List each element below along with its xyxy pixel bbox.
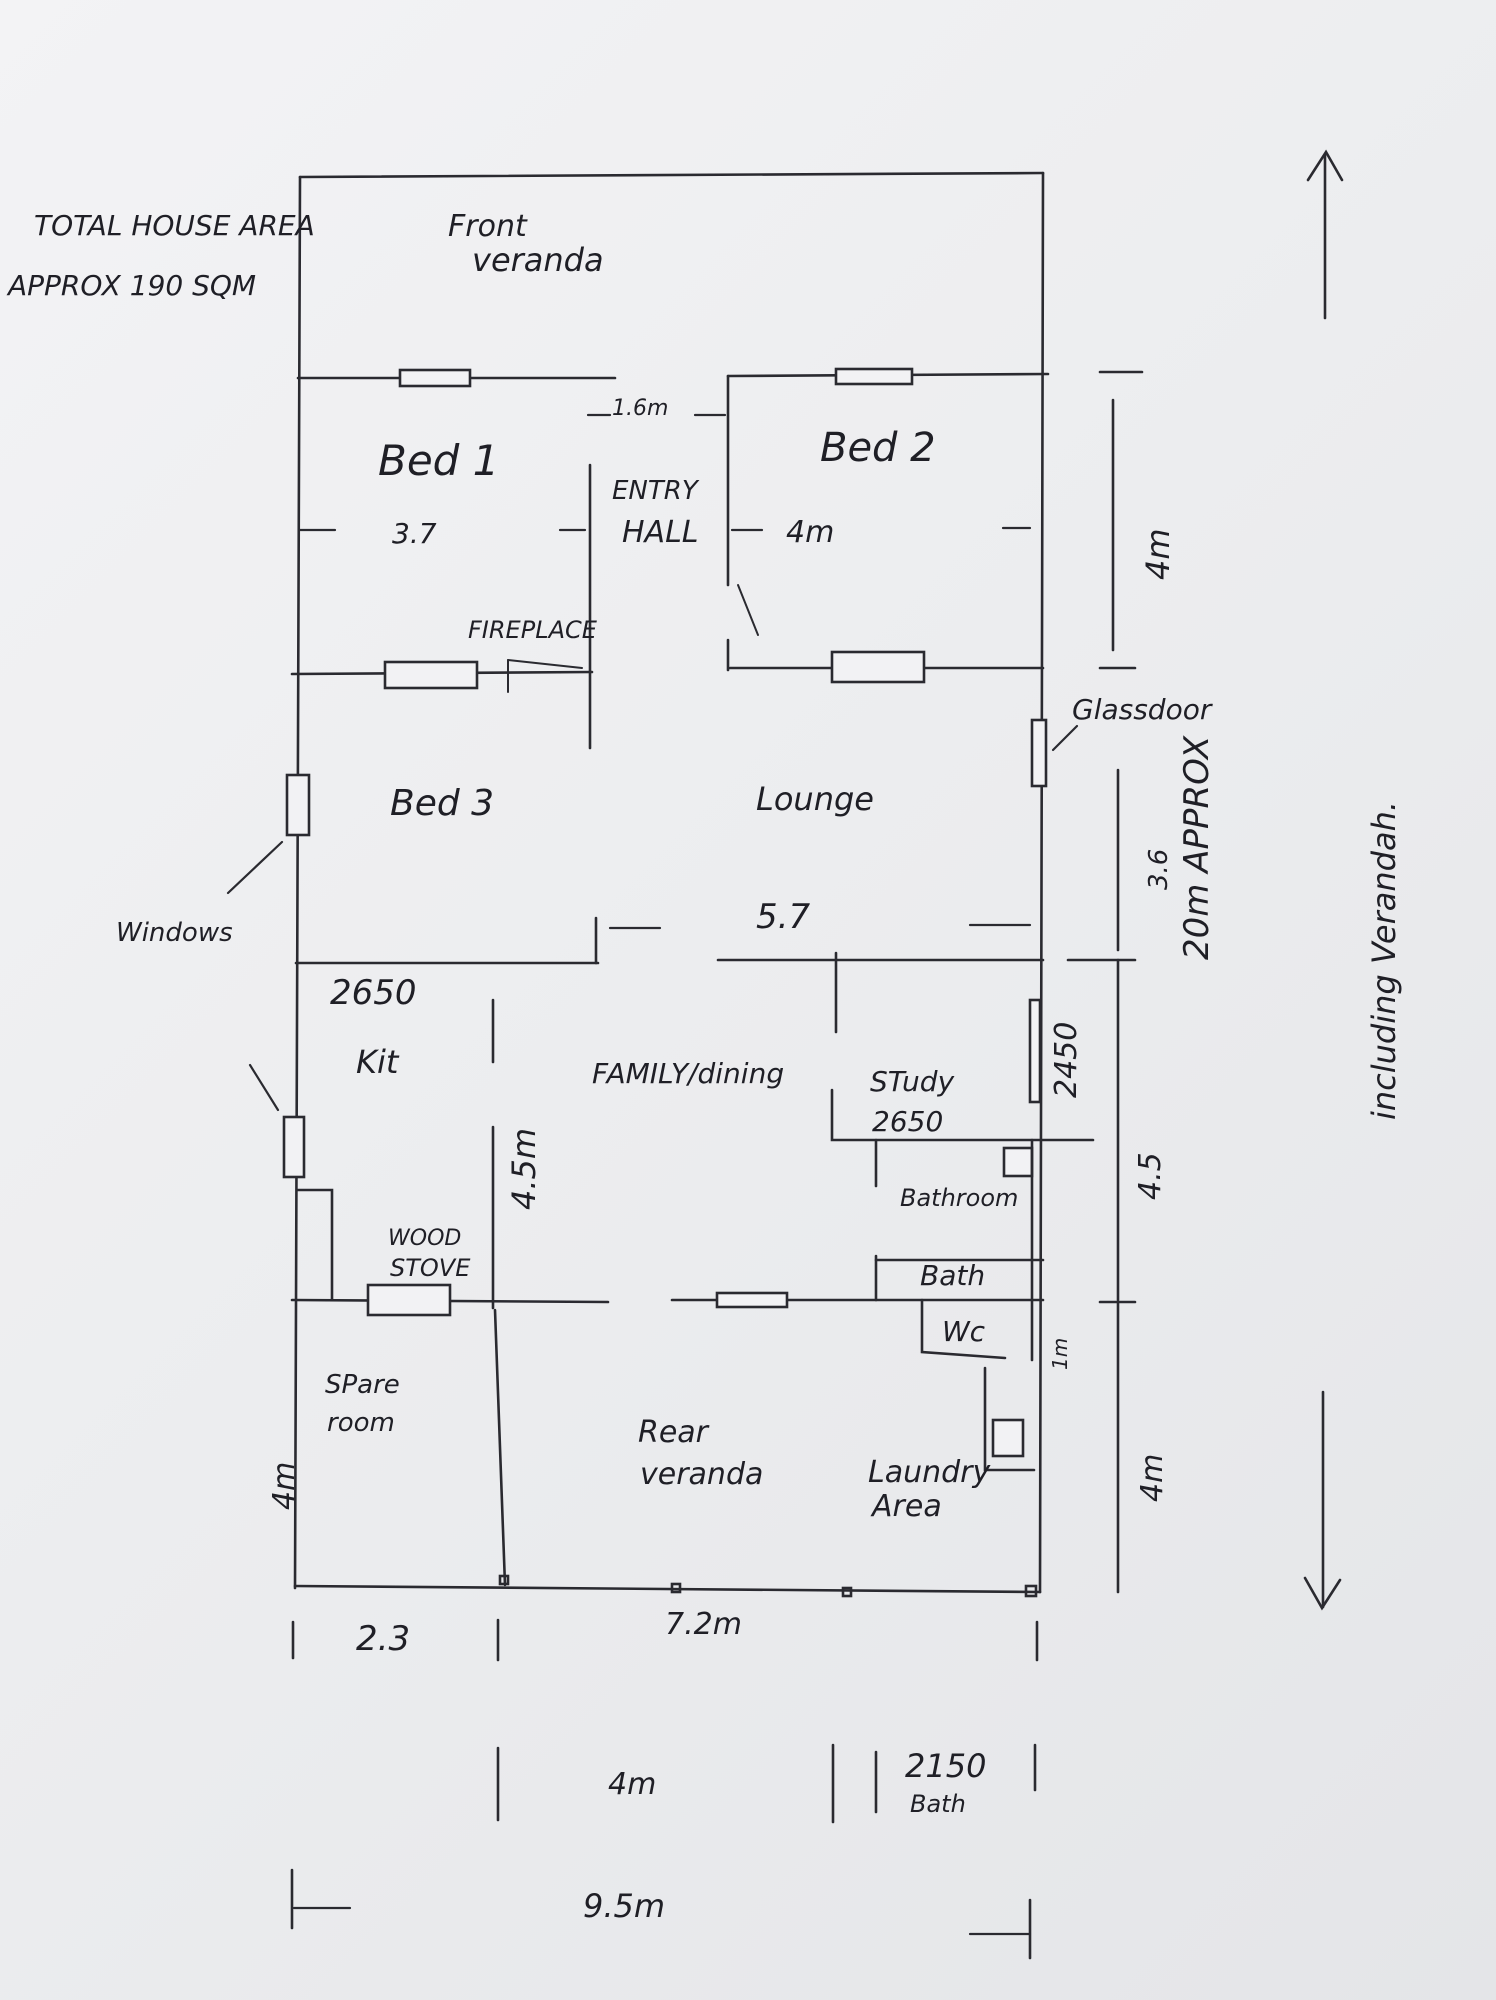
bath-label: Bath bbox=[920, 1259, 986, 1292]
entry-hall-label-1: ENTRY bbox=[612, 476, 698, 506]
spare-depth-dim: 4m bbox=[267, 1461, 302, 1510]
fireplace-label: FIREPLACE bbox=[468, 616, 597, 644]
wc-width-dim: 1m bbox=[1048, 1337, 1072, 1370]
post-1 bbox=[498, 1574, 510, 1586]
total-width-dim: 9.5m bbox=[583, 1887, 666, 1925]
rear-veranda-label-2: veranda bbox=[640, 1457, 764, 1492]
window-bed1-front bbox=[398, 368, 472, 388]
overall-arrow-top-head bbox=[1306, 149, 1344, 182]
overall-length-note-line1: 20m APPROX bbox=[1177, 735, 1217, 960]
wood-stove bbox=[366, 1283, 452, 1317]
spare-width-dim: 2.3 bbox=[356, 1619, 411, 1659]
wood-stove-label-2: STOVE bbox=[390, 1254, 471, 1282]
study-width-dim: 2650 bbox=[872, 1105, 944, 1138]
lounge-depth-dim: 3.6 bbox=[1144, 848, 1174, 890]
study-label: STudy bbox=[870, 1065, 955, 1098]
windows-pointer bbox=[226, 840, 284, 895]
window-kitchen bbox=[282, 1115, 306, 1179]
window-bed2-front bbox=[834, 367, 914, 386]
wc-wall bbox=[920, 1298, 1007, 1360]
overall-length-note-line2: including Verandah. bbox=[1365, 800, 1403, 1120]
bathroom-label: Bathroom bbox=[900, 1184, 1019, 1212]
overall-arrow-bottom-head bbox=[1303, 1576, 1342, 1611]
left-outer-wall bbox=[293, 175, 302, 1590]
entry-hall-label-2: HALL bbox=[622, 515, 699, 550]
rear-width-dim: 7.2m bbox=[665, 1607, 742, 1642]
rear-veranda-label-1: Rear bbox=[638, 1415, 709, 1450]
study-depth-dim: 2450 bbox=[1049, 1021, 1084, 1098]
laundry-tub bbox=[991, 1418, 1025, 1458]
lounge-width-dim: 5.7 bbox=[756, 897, 811, 937]
bed1-width-dim: 3.7 bbox=[392, 517, 437, 550]
bed2-label: Bed 2 bbox=[820, 425, 936, 471]
laundry-label-2: Area bbox=[872, 1489, 942, 1524]
fireplace-box bbox=[383, 660, 479, 690]
wood-stove-label-1: WOOD bbox=[388, 1226, 462, 1251]
laundry-label-1: Laundry bbox=[868, 1455, 991, 1490]
laundry-cabinet bbox=[983, 1366, 1036, 1472]
bed1-label: Bed 1 bbox=[378, 436, 500, 485]
fireplace-hearth-2 bbox=[507, 659, 583, 669]
post-4 bbox=[1024, 1584, 1038, 1598]
study-glass bbox=[1028, 998, 1042, 1104]
kitchen-label: Kit bbox=[356, 1043, 399, 1081]
window-bed2-rear bbox=[830, 650, 926, 684]
bathroom-basin bbox=[1002, 1146, 1034, 1178]
total-area-note-line2: APPROX 190 SQM bbox=[8, 269, 257, 302]
rear-wall bbox=[293, 1584, 1042, 1594]
glass-door bbox=[1030, 718, 1048, 788]
family-depth-dim: 4.5 bbox=[1133, 1152, 1168, 1200]
windows-pointer-2 bbox=[248, 1063, 280, 1112]
kitchen-width-dim: 2650 bbox=[330, 973, 417, 1013]
right-outer-wall bbox=[1038, 171, 1045, 1594]
kitchen-bench bbox=[296, 1188, 334, 1302]
post-3 bbox=[841, 1586, 853, 1598]
spare-room-label-2: room bbox=[327, 1408, 395, 1438]
front-veranda-label-1: Front bbox=[448, 209, 527, 244]
spare-room-wall bbox=[493, 1308, 507, 1587]
rear-depth-dim: 4m bbox=[1135, 1453, 1170, 1502]
bath-width-dim: 2150 bbox=[905, 1747, 987, 1785]
post-2 bbox=[670, 1582, 682, 1594]
bath-width-caption: Bath bbox=[910, 1790, 966, 1818]
front-wall bbox=[298, 171, 1045, 179]
total-area-note-line1: TOTAL HOUSE AREA bbox=[34, 209, 315, 242]
window-bed3 bbox=[285, 773, 311, 837]
glassdoor-pointer bbox=[1051, 724, 1079, 752]
front-veranda-label-2: veranda bbox=[472, 241, 604, 279]
wc-label: Wc bbox=[942, 1315, 986, 1348]
glass-door-label: Glassdoor bbox=[1072, 693, 1212, 726]
bed2-depth-dim: 4m bbox=[1139, 528, 1177, 580]
middle-width-dim: 4m bbox=[608, 1767, 657, 1802]
study-wall bbox=[830, 1088, 1095, 1142]
entry-width-dim: 1.6m bbox=[612, 396, 669, 421]
bed2-width-dim: 4m bbox=[786, 515, 835, 550]
kitchen-depth-dim: 4.5m bbox=[505, 1127, 543, 1210]
window-family-rear bbox=[715, 1291, 789, 1309]
lounge-label: Lounge bbox=[756, 780, 874, 818]
family-dining-label: FAMILY/dining bbox=[592, 1057, 785, 1090]
hall-door-swing bbox=[737, 584, 759, 636]
spare-room-label-1: SPare bbox=[325, 1370, 400, 1400]
bed3-label: Bed 3 bbox=[390, 783, 495, 824]
windows-label: Windows bbox=[116, 918, 233, 948]
